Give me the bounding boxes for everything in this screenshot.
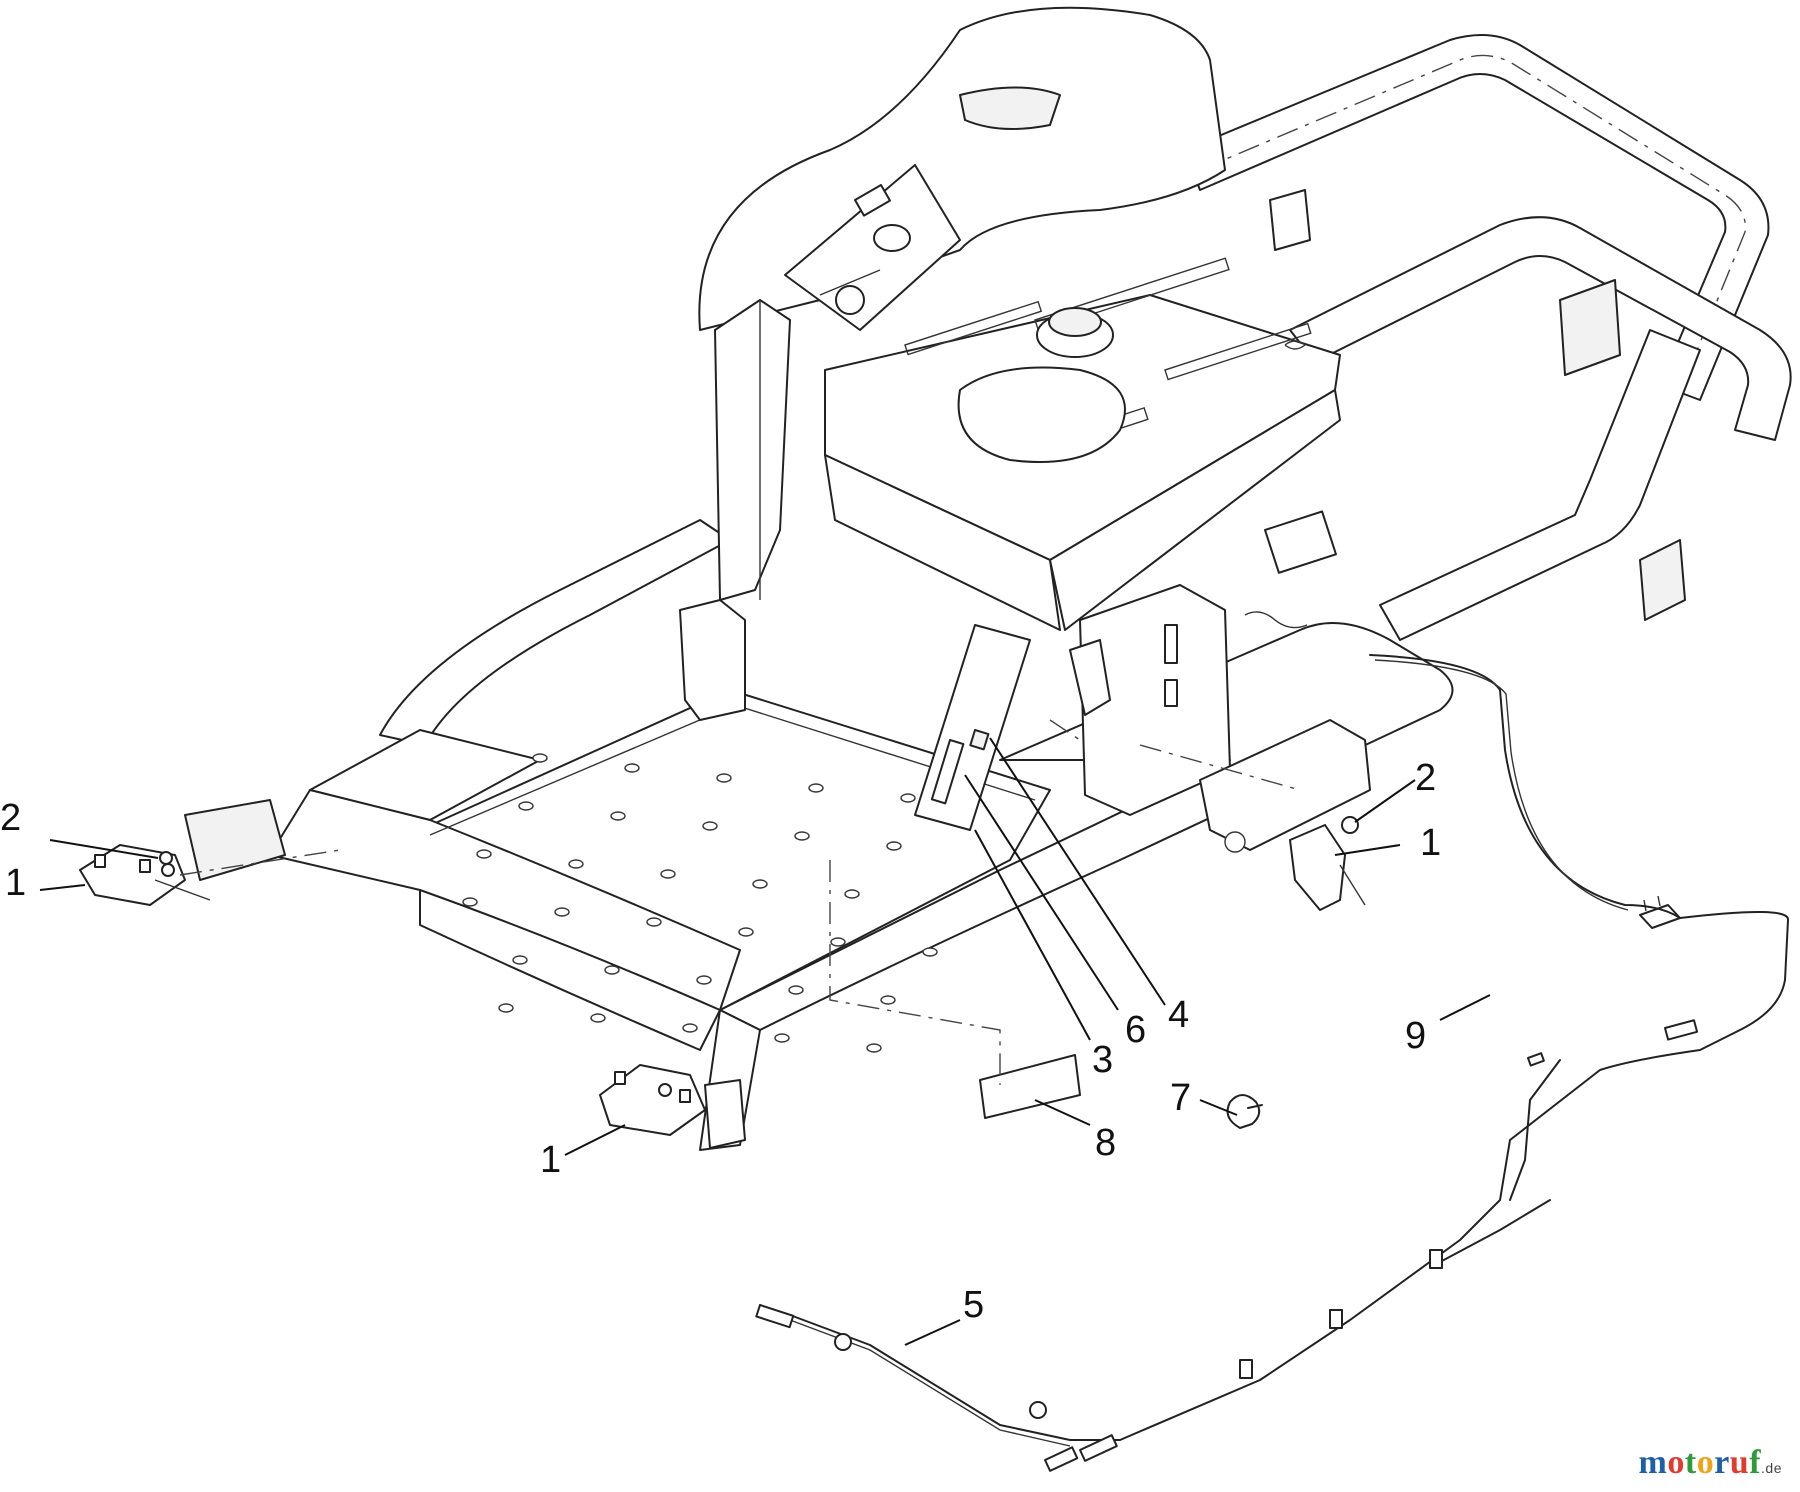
callout-1-left: 1 — [5, 862, 26, 904]
plate-hole — [716, 773, 732, 783]
plate-hole — [788, 985, 804, 995]
callout-9: 9 — [1405, 1015, 1426, 1057]
plate-hole — [794, 831, 810, 841]
plate-hole — [702, 821, 718, 831]
watermark-letter: m — [1638, 1444, 1668, 1481]
plate-hole — [518, 801, 534, 811]
plate-hole — [590, 1013, 606, 1023]
watermark-letter: u — [1729, 1444, 1750, 1481]
plate-hole — [922, 947, 938, 957]
wire-harness — [755, 654, 1789, 1472]
plate-hole — [462, 897, 478, 907]
callout-5: 5 — [963, 1284, 984, 1326]
watermark-letter: o — [1696, 1444, 1715, 1481]
main-frame — [309, 519, 1454, 1151]
plate-hole — [738, 927, 754, 937]
plate-holes — [462, 753, 938, 1053]
callout-8: 8 — [1095, 1122, 1116, 1164]
fuse — [1639, 895, 1681, 929]
plate-hole — [808, 783, 824, 793]
seat-switch-left — [79, 844, 211, 906]
plate-hole — [646, 917, 662, 927]
plate-hole — [880, 995, 896, 1005]
watermark-tld: .de — [1761, 1460, 1782, 1476]
plate-hole — [752, 879, 768, 889]
callout-4: 4 — [1168, 994, 1189, 1036]
plate-hole — [604, 965, 620, 975]
plate-hole — [696, 975, 712, 985]
plate-hole — [532, 753, 548, 763]
callout-labels: 2 1 1 2 1 3 6 4 9 7 8 5 — [0, 757, 1441, 1326]
plate-hole — [830, 937, 846, 947]
control-bracket — [1079, 510, 1371, 853]
plate-hole — [844, 889, 860, 899]
left-upright — [679, 299, 791, 721]
seat-switch-bottom — [599, 1064, 706, 1136]
callout-2-right: 2 — [1415, 757, 1436, 799]
plate-hole — [498, 1003, 514, 1013]
plate-hole — [866, 1043, 882, 1053]
plate-hole — [568, 859, 584, 869]
plate-hole — [886, 841, 902, 851]
callout-7: 7 — [1170, 1077, 1191, 1119]
watermark-letter: f — [1749, 1444, 1762, 1481]
plate-hole — [610, 811, 626, 821]
seat-switch-right — [1289, 816, 1366, 911]
callout-1-right: 1 — [1420, 822, 1441, 864]
watermark-letter: t — [1684, 1444, 1697, 1481]
decal-sticker — [979, 1054, 1081, 1119]
watermark-letter: r — [1714, 1444, 1730, 1481]
plate-hole — [554, 907, 570, 917]
cable-clamp — [1226, 1094, 1263, 1129]
foot-plate — [184, 689, 1051, 1051]
rollover-bar — [1184, 34, 1792, 641]
plate-hole — [660, 869, 676, 879]
plate-hole — [624, 763, 640, 773]
watermark-letter: o — [1667, 1444, 1685, 1481]
motoruf-watermark: motoruf.de — [1639, 1444, 1782, 1482]
switch-nut-left — [159, 851, 173, 865]
decal-panel — [914, 624, 1111, 831]
plate-hole — [682, 1023, 698, 1033]
plate-hole — [900, 793, 916, 803]
plate-hole — [512, 955, 528, 965]
seat-console — [698, 6, 1311, 331]
callout-1-bottom: 1 — [540, 1139, 561, 1181]
callout-3: 3 — [1092, 1039, 1113, 1081]
callout-6: 6 — [1125, 1009, 1146, 1051]
plate-hole — [476, 849, 492, 859]
callout-2-left: 2 — [0, 797, 21, 839]
plate-hole — [774, 1033, 790, 1043]
callout-leaders — [39, 737, 1491, 1346]
assembly-lines — [179, 719, 1301, 1085]
seat-pan — [824, 257, 1341, 631]
